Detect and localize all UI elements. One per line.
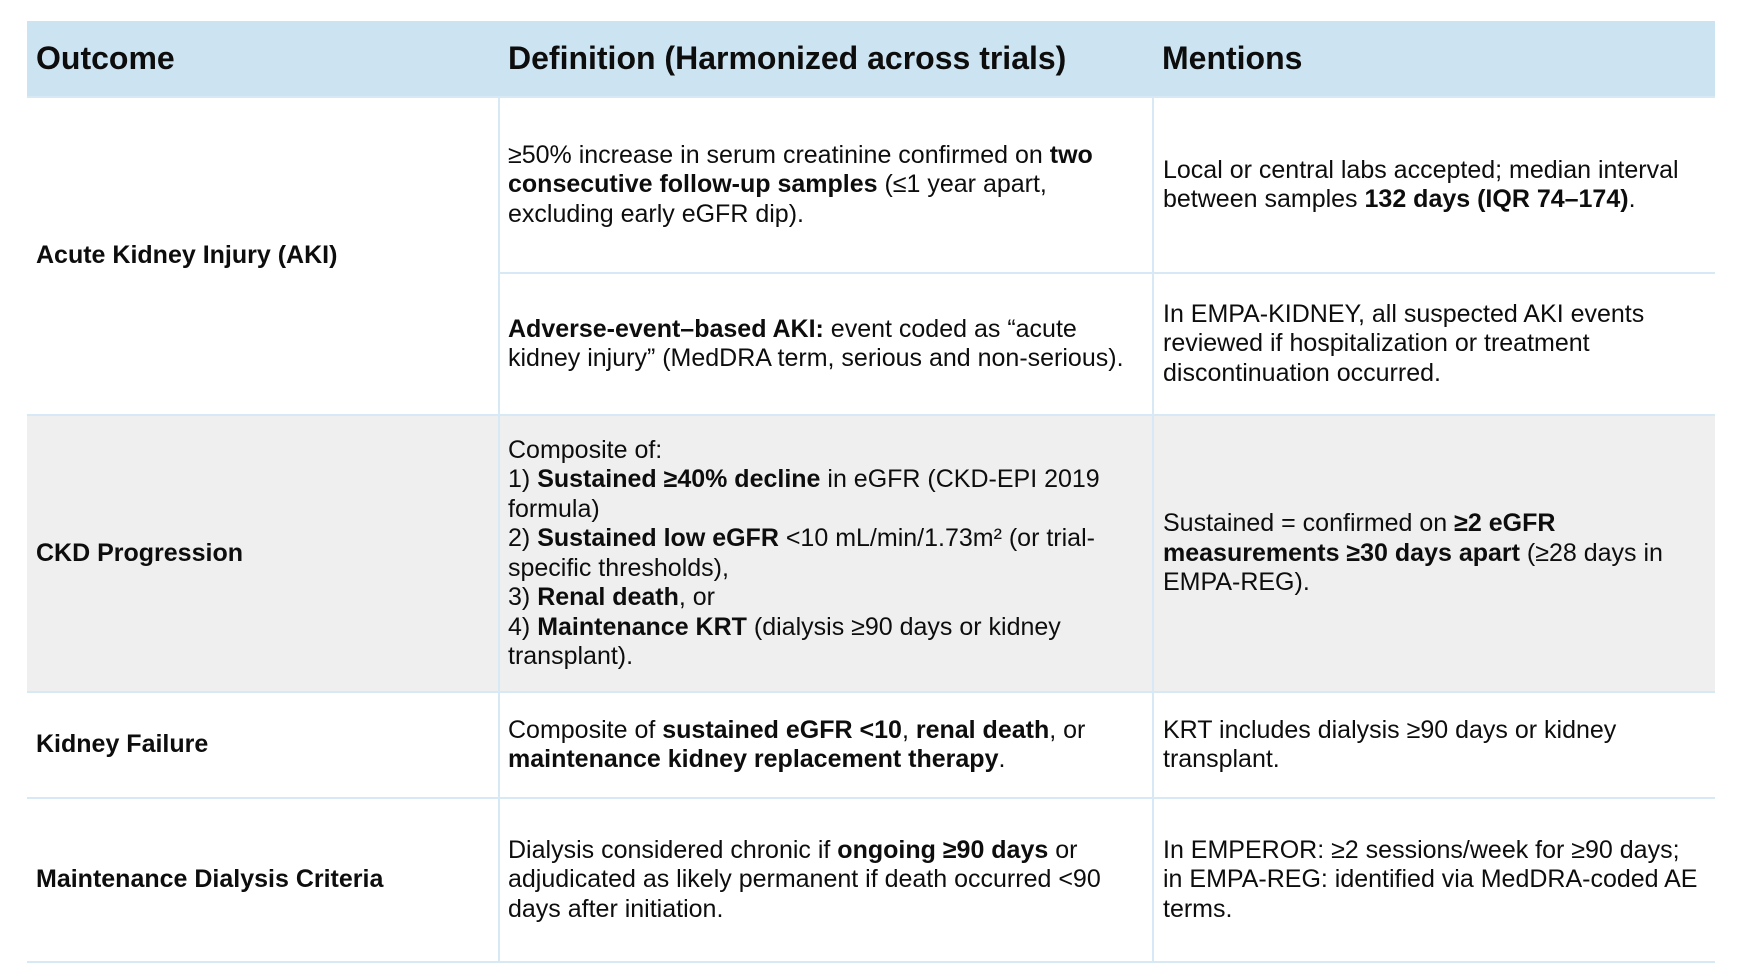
mentions-cell: KRT includes dialysis ≥90 days or kidney… <box>1152 691 1715 799</box>
mentions-cell: Local or central labs accepted; median i… <box>1152 96 1715 274</box>
column-header-outcome: Outcome <box>27 21 499 97</box>
outcome-cell: Maintenance Dialysis Criteria <box>27 797 499 963</box>
outcome-cell: Acute Kidney Injury (AKI) <box>27 96 499 416</box>
definition-cell: Composite of sustained eGFR <10, renal d… <box>498 691 1153 799</box>
outcomes-table: Outcome Definition (Harmonized across tr… <box>27 21 1715 963</box>
outcome-cell: Kidney Failure <box>27 691 499 799</box>
definition-cell: Composite of:1) Sustained ≥40% decline i… <box>498 414 1153 693</box>
definition-cell: Adverse-event–based AKI: event coded as … <box>498 272 1153 416</box>
definition-cell: ≥50% increase in serum creatinine confir… <box>498 96 1153 274</box>
definition-cell: Dialysis considered chronic if ongoing ≥… <box>498 797 1153 963</box>
mentions-cell: Sustained = confirmed on ≥2 eGFR measure… <box>1152 414 1715 693</box>
header-row: Outcome Definition (Harmonized across tr… <box>27 21 1715 97</box>
table-body: Acute Kidney Injury (AKI)≥50% increase i… <box>27 96 1715 963</box>
table-row: Acute Kidney Injury (AKI)≥50% increase i… <box>27 96 1715 416</box>
mentions-cell: In EMPA-KIDNEY, all suspected AKI events… <box>1152 272 1715 416</box>
mentions-cell: In EMPEROR: ≥2 sessions/week for ≥90 day… <box>1152 797 1715 963</box>
column-header-mentions: Mentions <box>1153 21 1715 97</box>
outcome-cell: CKD Progression <box>27 414 499 693</box>
table-row: Adverse-event–based AKI: event coded as … <box>27 272 1715 416</box>
column-header-definition: Definition (Harmonized across trials) <box>499 21 1153 97</box>
